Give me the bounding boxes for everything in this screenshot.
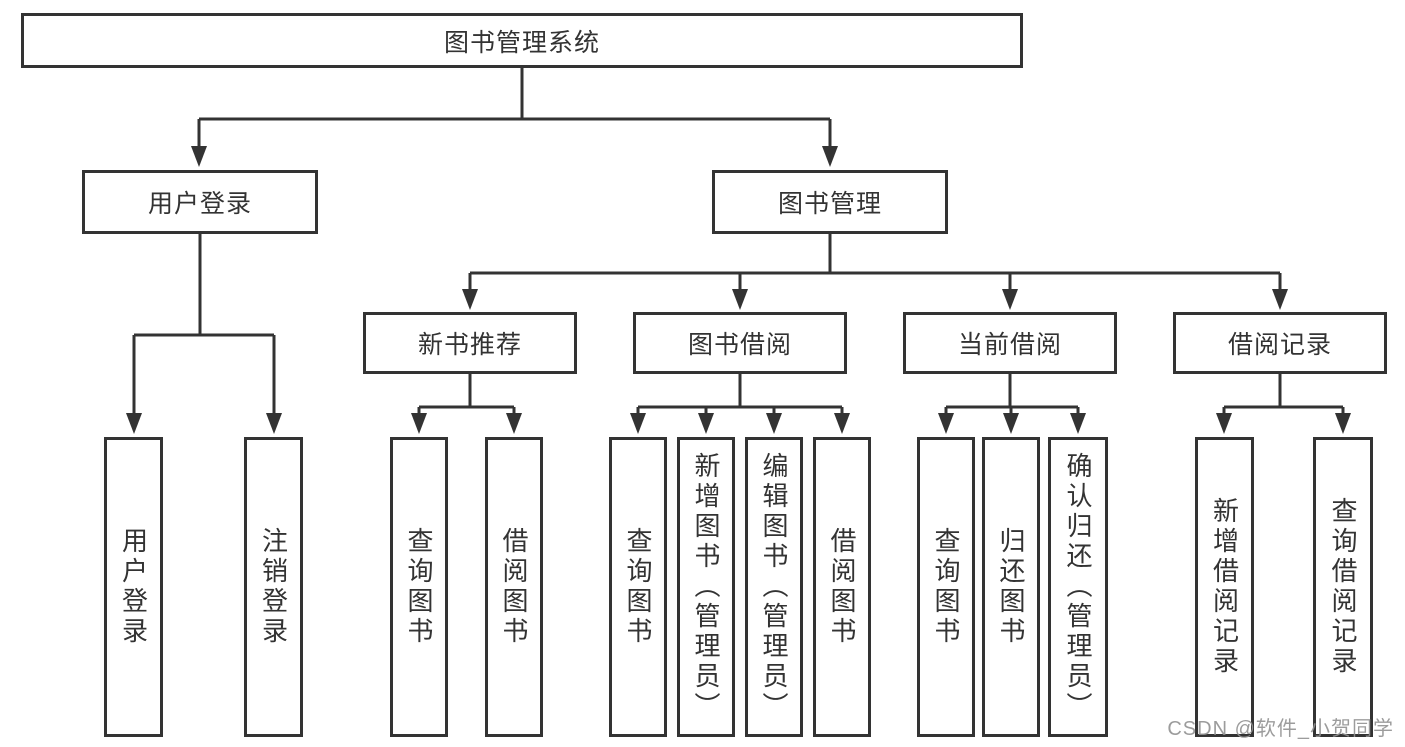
node-root-label: 图书管理系统 — [443, 28, 600, 57]
leaf-records-add-record-label: 新增借阅记录 — [1209, 497, 1240, 677]
leaf-newrec-borrow-books-label: 借阅图书 — [499, 527, 529, 647]
node-current-borrow: 当前借阅 — [903, 312, 1117, 374]
leaf-newrec-query-books: 查询图书 — [390, 437, 448, 737]
node-book-borrow-label: 图书借阅 — [687, 331, 792, 359]
leaf-records-add-record: 新增借阅记录 — [1195, 437, 1254, 737]
leaf-records-query-record: 查询借阅记录 — [1313, 437, 1373, 737]
leaf-current-confirm-return: 确认归还（管理员） — [1048, 437, 1108, 737]
node-user-login: 用户登录 — [82, 170, 318, 234]
node-new-book-recommend: 新书推荐 — [363, 312, 577, 374]
leaf-current-query-books-label: 查询图书 — [931, 527, 961, 647]
leaf-newrec-query-books-label: 查询图书 — [404, 527, 434, 647]
leaf-borrow-query-books: 查询图书 — [609, 437, 667, 737]
leaf-borrow-edit-books: 编辑图书（管理员） — [745, 437, 803, 737]
leaf-borrow-add-books-label: 新增图书（管理员） — [691, 452, 721, 722]
leaf-current-return-books-label: 归还图书 — [996, 527, 1026, 647]
leaf-current-query-books: 查询图书 — [917, 437, 975, 737]
leaf-borrow-borrow-books: 借阅图书 — [813, 437, 871, 737]
node-borrow-records-label: 借阅记录 — [1227, 331, 1332, 359]
leaf-records-query-record-label: 查询借阅记录 — [1328, 497, 1358, 677]
leaf-user-login-label: 用户登录 — [118, 527, 149, 647]
leaf-borrow-borrow-books-label: 借阅图书 — [827, 527, 857, 647]
node-book-borrow: 图书借阅 — [633, 312, 847, 374]
node-current-borrow-label: 当前借阅 — [957, 331, 1062, 359]
leaf-current-return-books: 归还图书 — [982, 437, 1040, 737]
leaf-borrow-edit-books-label: 编辑图书（管理员） — [759, 452, 789, 722]
node-book-management-label: 图书管理 — [777, 190, 882, 218]
leaf-current-confirm-return-label: 确认归还（管理员） — [1063, 452, 1093, 722]
leaf-borrow-query-books-label: 查询图书 — [623, 527, 653, 647]
leaf-newrec-borrow-books: 借阅图书 — [485, 437, 543, 737]
node-root: 图书管理系统 — [21, 13, 1023, 68]
node-book-management: 图书管理 — [712, 170, 948, 234]
leaf-logout-label: 注销登录 — [258, 527, 289, 647]
node-new-book-recommend-label: 新书推荐 — [417, 331, 522, 359]
leaf-user-login: 用户登录 — [104, 437, 163, 737]
node-user-login-label: 用户登录 — [147, 190, 252, 218]
leaf-borrow-add-books: 新增图书（管理员） — [677, 437, 735, 737]
node-borrow-records: 借阅记录 — [1173, 312, 1387, 374]
leaf-logout: 注销登录 — [244, 437, 303, 737]
